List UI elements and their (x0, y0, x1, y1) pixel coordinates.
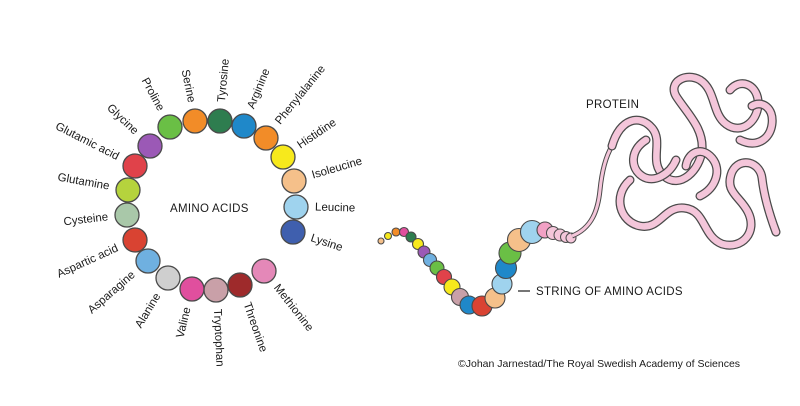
amino-acid-label: Phenylalanine (273, 63, 328, 127)
amino-acid-label: Glutamine (57, 172, 111, 193)
amino-acid-bead-alanine (155, 265, 181, 291)
amino-acid-label: Threonine (241, 301, 269, 354)
protein-ribbon (570, 72, 781, 250)
amino-acid-label: Histidine (295, 117, 338, 152)
amino-acid-label: Alanine (133, 291, 163, 330)
amino-acid-label: Glycine (104, 102, 140, 137)
ring-title: AMINO ACIDS (170, 203, 249, 215)
amino-acid-label: Glutamic acid (53, 121, 121, 163)
credit-text: ©Johan Jarnestad/The Royal Swedish Acade… (458, 358, 740, 370)
chain-bead (377, 237, 385, 245)
amino-acid-label: Tryptophan (211, 309, 226, 367)
amino-acid-label: Cysteine (63, 211, 109, 228)
amino-acid-label: Aspartic acid (55, 242, 120, 280)
ribbon-strand (608, 73, 762, 184)
amino-acid-bead-glutamic-acid (122, 153, 148, 179)
amino-acid-label: Lysine (309, 232, 344, 254)
amino-acid-bead-isoleucine (281, 168, 307, 194)
amino-acid-label: Leucine (315, 202, 356, 215)
amino-acid-bead-valine (179, 276, 205, 302)
ribbon-strand (630, 136, 680, 183)
ribbon-strand (682, 148, 721, 200)
amino-acid-label: Isoleucine (311, 155, 364, 181)
amino-acid-label: Proline (139, 76, 167, 113)
ribbon-strand (736, 100, 776, 147)
amino-acid-bead-arginine (231, 113, 257, 139)
amino-acid-bead-methionine (251, 258, 277, 284)
amino-acid-label: Methionine (271, 282, 315, 334)
amino-acid-bead-histidine (270, 144, 296, 170)
amino-acid-bead-asparagine (135, 248, 161, 274)
amino-acid-bead-glycine (137, 133, 163, 159)
amino-acid-bead-leucine (283, 194, 309, 220)
chain-bead (383, 231, 393, 241)
amino-acid-bead-tyrosine (207, 108, 233, 134)
amino-acid-bead-lysine (280, 219, 306, 245)
amino-acid-label: Serine (179, 69, 197, 104)
amino-acid-bead-serine (182, 108, 208, 134)
amino-acid-bead-cysteine (114, 202, 140, 228)
amino-acid-bead-tryptophan (203, 277, 229, 303)
amino-acid-label: Arginine (246, 67, 273, 111)
amino-acid-label: Tyrosine (216, 58, 232, 102)
chain-bead (391, 227, 401, 237)
amino-acid-label: Valine (175, 306, 194, 339)
amino-acid-bead-aspartic-acid (122, 227, 148, 253)
chain-bead (405, 231, 417, 243)
amino-acid-label: Asparagine (86, 269, 138, 316)
amino-acid-bead-proline (157, 114, 183, 140)
amino-acid-string (377, 219, 577, 317)
amino-acid-bead-threonine (227, 272, 253, 298)
string-label: STRING OF AMINO ACIDS (536, 286, 683, 298)
ribbon-strand (616, 159, 780, 249)
amino-acid-bead-phenylalanine (253, 125, 279, 151)
protein-label: PROTEIN (586, 99, 639, 111)
amino-acid-bead-glutamine (115, 177, 141, 203)
